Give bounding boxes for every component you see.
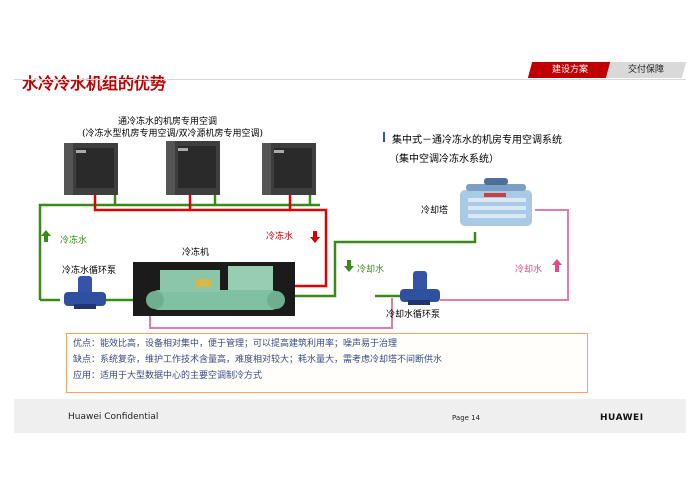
pink-pipe <box>149 209 569 329</box>
confidential-label: Huawei Confidential <box>68 412 159 422</box>
ac-unit-1 <box>64 143 118 195</box>
ac-unit-2 <box>166 141 220 195</box>
central-marker <box>383 132 385 142</box>
header-divider <box>14 79 686 80</box>
application-text: 应用：适用于大型数据中心的主要空调制冷方式 <box>73 371 263 381</box>
pros-text: 优点：能效比高，设备相对集中，便于管理；可以提高建筑利用率；噪声易于治理 <box>73 339 398 349</box>
arrow-down-green-icon <box>344 260 354 272</box>
cons-text: 缺点：系统复杂，维护工作技术含量高，难度相对较大；耗水量大，需考虑冷却塔不间断供… <box>73 355 443 365</box>
cooling-water-return-label: 冷却水 <box>515 265 543 275</box>
cooling-water-supply-label: 冷却水 <box>357 265 385 275</box>
room-ac-title: 通冷冻水的机房专用空调 <box>118 117 218 127</box>
page-number: Page 14 <box>452 414 481 422</box>
central-system-title: 集中式－通冷冻水的机房专用空调系统 <box>392 135 562 146</box>
cooling-pump-label: 冷却水循环泵 <box>386 310 441 320</box>
info-box: 优点：能效比高，设备相对集中，便于管理；可以提高建筑利用率；噪声易于治理 缺点：… <box>66 333 588 393</box>
arrow-down-red-icon <box>310 231 320 243</box>
chiller-unit <box>133 262 295 316</box>
red-pipe <box>93 194 328 288</box>
footer-bar <box>14 399 686 433</box>
room-ac-subtitle: (冷冻水型机房专用空调/双冷源机房专用空调) <box>82 129 264 139</box>
central-system-subtitle: （集中空调冷冻水系统） <box>389 154 499 165</box>
chilled-water-supply-label: 冷冻水 <box>60 236 88 246</box>
page-title: 水冷冷水机组的优势 <box>22 74 167 93</box>
arrow-up-pink-icon <box>552 259 562 272</box>
cooling-tower-label: 冷却塔 <box>421 206 449 216</box>
cooling-water-pump <box>400 271 440 305</box>
arrow-up-green-icon <box>41 230 51 242</box>
chilled-pump-label: 冷冻水循环泵 <box>62 266 117 276</box>
chilled-water-return-label: 冷冻水 <box>266 232 294 242</box>
cooling-tower <box>460 178 532 226</box>
chilled-water-pump <box>64 276 106 309</box>
chiller-label: 冷冻机 <box>182 248 210 258</box>
brand-name: HUAWEI <box>600 413 644 423</box>
ac-unit-3 <box>262 143 316 195</box>
green-pipe <box>38 194 477 302</box>
